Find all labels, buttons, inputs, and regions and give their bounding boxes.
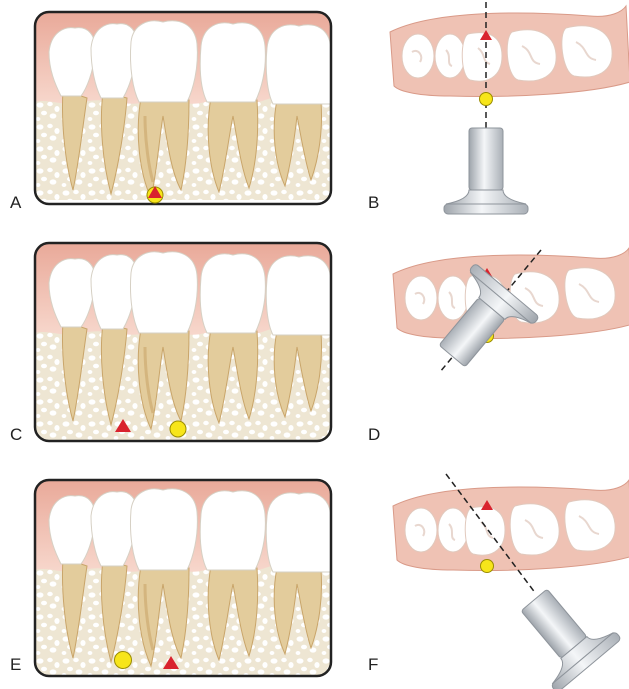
panel-label-f: F	[368, 655, 378, 674]
panel-c-radiograph: C	[10, 243, 331, 444]
panel-f-projection: F	[368, 474, 629, 689]
panel-label-b: B	[368, 193, 379, 212]
circle-marker	[170, 421, 186, 437]
panel-label-a: A	[10, 193, 22, 212]
circle-marker	[481, 560, 494, 573]
panel-b-projection: B	[368, 2, 629, 214]
xray-tube-icon	[444, 128, 528, 214]
panel-a-radiograph: A	[10, 12, 331, 212]
circle-marker	[115, 652, 132, 669]
xray-tube-icon	[502, 573, 622, 689]
panel-label-d: D	[368, 425, 380, 444]
panel-label-c: C	[10, 425, 22, 444]
panel-d-projection: D	[368, 248, 629, 444]
circle-marker	[480, 93, 493, 106]
panel-label-e: E	[10, 655, 21, 674]
panel-e-radiograph: E	[10, 480, 331, 678]
